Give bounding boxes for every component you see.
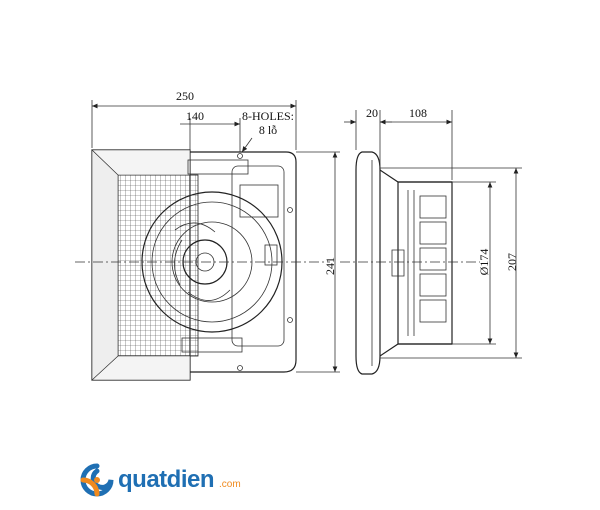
side-motor-body	[397, 181, 453, 345]
dim-label-250: 250	[176, 89, 194, 103]
grille-mesh	[117, 174, 199, 357]
side-flange	[355, 151, 381, 375]
dim-label-108: 108	[409, 106, 427, 120]
dim-label-174: Ø174	[477, 249, 491, 276]
swirl-logo-icon	[80, 463, 114, 497]
logo-text: quatdien	[118, 466, 215, 493]
dim-label-207: 207	[505, 253, 519, 271]
holes-note-line1: 8-HOLES:	[242, 109, 294, 123]
front-view: 250 140 8-HOLES: 8 lỗ 241	[75, 89, 340, 381]
holes-note-line2: 8 lỗ	[259, 123, 277, 137]
dim-label-241: 241	[323, 257, 337, 275]
housing-plate	[190, 151, 297, 373]
logo-suffix: .com	[219, 478, 241, 490]
technical-drawing: 250 140 8-HOLES: 8 lỗ 241	[75, 89, 522, 381]
dim-label-140: 140	[186, 109, 204, 123]
dim-label-20: 20	[366, 106, 378, 120]
side-view: 20 108 Ø174 207	[340, 106, 522, 375]
site-logo[interactable]: quatdien .com	[80, 460, 241, 500]
